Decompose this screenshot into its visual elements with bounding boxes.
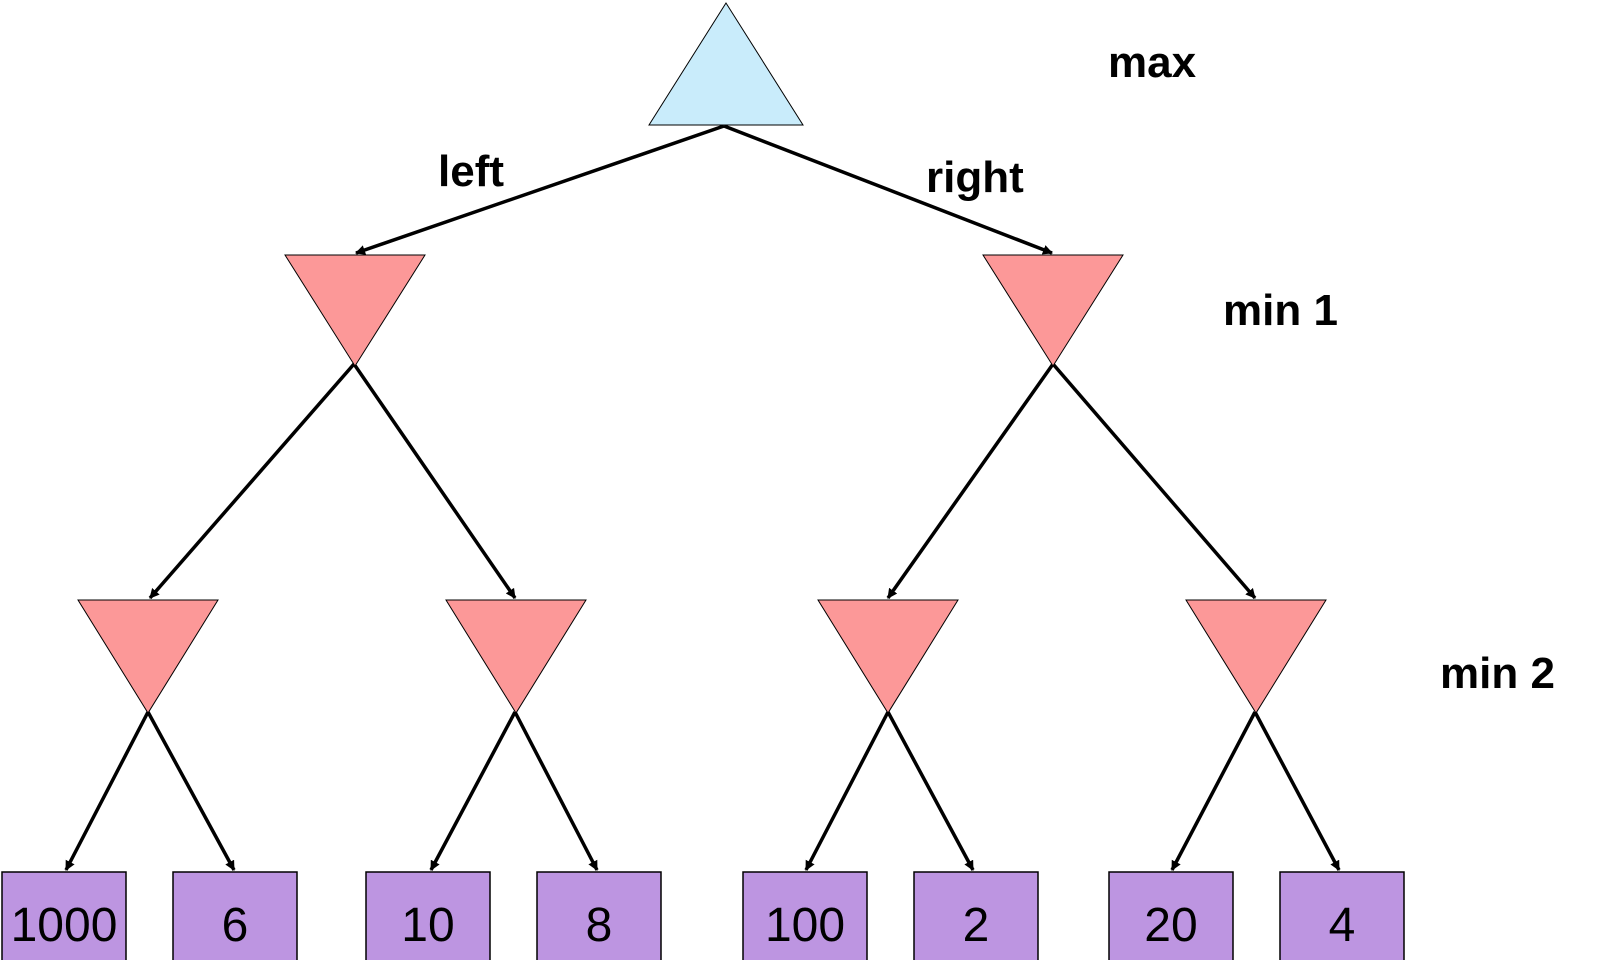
edge-root-left [355,124,725,255]
leaf-5-value: 100 [765,899,845,952]
min2-node-1 [77,599,219,714]
edge-min2d-leaf8 [1253,711,1341,871]
edge-label-right: right [926,153,1024,202]
min2-node-2 [445,599,587,714]
min1-node-left [284,254,426,367]
min2-node-3 [817,599,959,714]
leaf-1: 1000 [1,871,127,960]
edge-min2c-leaf6 [886,711,975,871]
leaf-1-value: 1000 [11,899,118,952]
level-label-min2: min 2 [1440,649,1555,698]
edge-min1a-min2b [352,363,517,599]
leaf-3: 10 [365,871,491,960]
edge-label-left: left [438,147,504,196]
min1-node-right [982,254,1124,367]
leaf-8: 4 [1279,871,1405,960]
leaf-4: 8 [536,871,662,960]
level-label-min1: min 1 [1223,286,1338,335]
leaf-6: 2 [913,871,1039,960]
edge-min1a-min2a [148,362,356,600]
leaf-2: 6 [172,871,298,960]
level-label-max: max [1108,38,1197,87]
edge-min2a-leaf1 [64,711,150,871]
leaf-6-value: 2 [963,899,990,952]
max-node-triangle [648,2,804,126]
leaf-3-value: 10 [401,899,454,952]
edge-min2a-leaf2 [146,711,236,871]
edge-min2b-leaf3 [429,711,517,871]
leaf-8-value: 4 [1329,899,1356,952]
edge-min1b-min2d [1051,362,1257,600]
leaf-4-value: 8 [586,899,613,952]
min2-node-4 [1185,599,1327,714]
leaf-7: 20 [1108,871,1234,960]
leaf-7-value: 20 [1144,899,1197,952]
edge-min1b-min2c [886,362,1055,600]
leaf-5: 100 [742,871,868,960]
edge-root-right [723,124,1053,255]
leaf-2-value: 6 [222,899,249,952]
edge-min2d-leaf7 [1170,711,1257,871]
edge-min2b-leaf4 [513,711,599,871]
edge-min2c-leaf5 [804,711,890,871]
